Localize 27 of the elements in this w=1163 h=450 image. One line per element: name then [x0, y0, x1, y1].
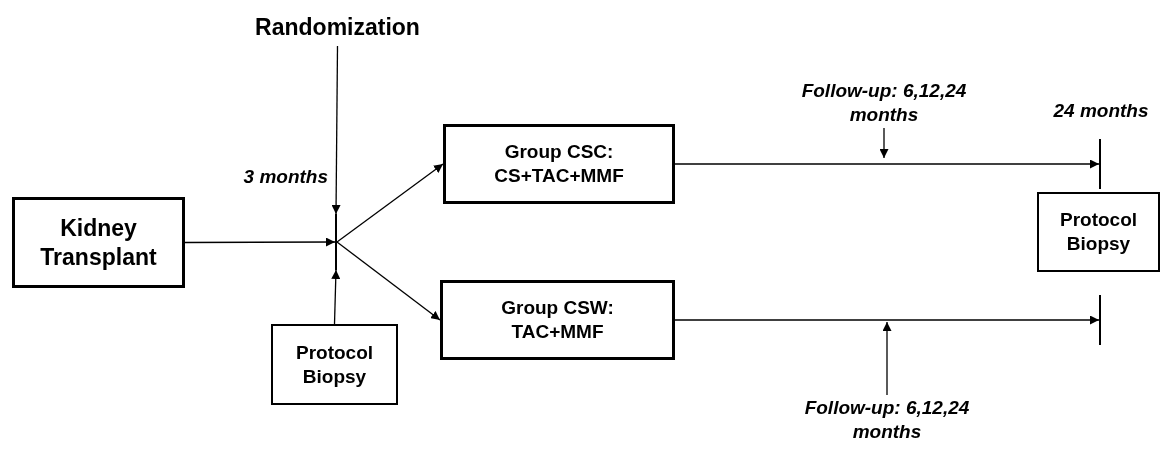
- arrow: [184, 237, 336, 247]
- process-box: [440, 280, 675, 360]
- tick-mark: [335, 214, 337, 270]
- box-text: Protocol Biopsy: [294, 340, 375, 389]
- time-label: 3 months: [242, 166, 328, 188]
- box-text: Group CSW: TAC+MMF: [500, 296, 615, 344]
- arrow: [882, 321, 892, 396]
- arrow: [674, 159, 1100, 169]
- arrow: [336, 163, 444, 243]
- text-label: Randomization: [235, 8, 440, 46]
- arrow: [336, 241, 441, 321]
- process-box: [443, 124, 675, 204]
- box-text: Group CSC: CS+TAC+MMF: [493, 140, 625, 188]
- text-label: Follow-up: 6,12,24 months: [795, 78, 973, 128]
- arrow: [331, 45, 341, 215]
- box-text: Kidney Transplant: [39, 213, 158, 272]
- time-label: 24 months: [1052, 100, 1150, 122]
- process-box: [1037, 192, 1160, 272]
- tick-mark: [1099, 295, 1101, 345]
- arrow: [331, 269, 341, 325]
- arrow: [674, 315, 1100, 325]
- text-label: Follow-up: 6,12,24 months: [798, 395, 976, 445]
- process-box: [12, 197, 185, 288]
- process-box: [271, 324, 398, 405]
- tick-mark: [1099, 139, 1101, 189]
- arrow: [879, 127, 889, 159]
- box-text: Protocol Biopsy: [1058, 208, 1139, 256]
